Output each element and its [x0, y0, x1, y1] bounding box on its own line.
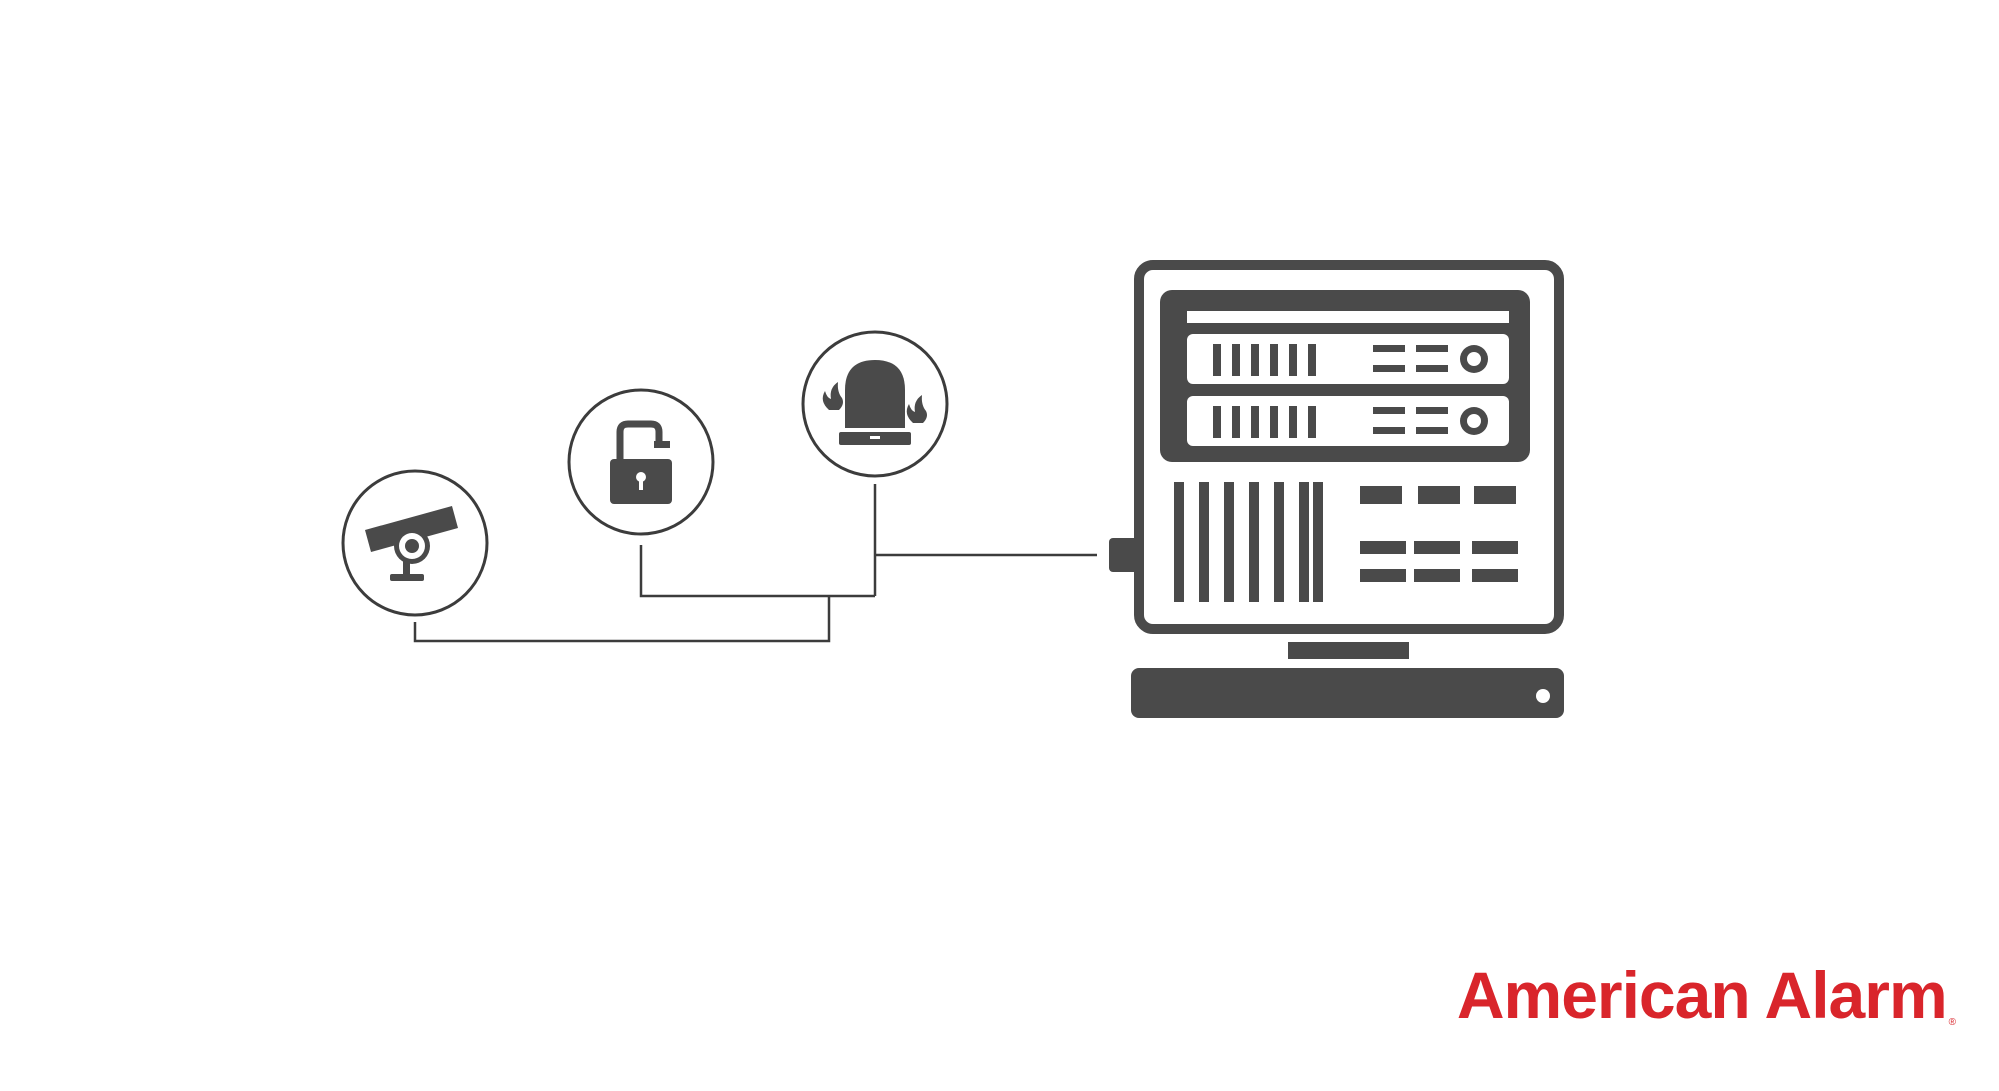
registered-mark: ® [1948, 1017, 1956, 1028]
server-base [1131, 668, 1564, 718]
camera-node [341, 469, 489, 617]
server-status-bar [1187, 311, 1509, 323]
security-camera-icon [365, 506, 458, 581]
server-vent-grille [1174, 482, 1323, 602]
server-stand-neck [1288, 642, 1409, 659]
camera-connector [413, 596, 831, 643]
fire-alarm-node [801, 330, 949, 478]
drive-unit-2 [1187, 396, 1509, 446]
server-indicator-lights [1360, 486, 1518, 582]
connector-lines [413, 484, 1097, 643]
brand-name: American Alarm [1456, 958, 1948, 1032]
lock-node [567, 388, 715, 536]
unlocked-padlock-icon [610, 420, 672, 504]
flame-icon-right [906, 395, 927, 423]
lock-connector [639, 545, 875, 598]
monitoring-server-icon [1109, 260, 1564, 718]
server-port [1109, 538, 1139, 572]
flame-icon-left [822, 382, 843, 410]
fire-alarm-icon [822, 360, 927, 445]
power-led [1536, 689, 1550, 703]
drive-unit-1 [1187, 334, 1509, 384]
american-alarm-logo: American Alarm® [1457, 962, 1956, 1028]
